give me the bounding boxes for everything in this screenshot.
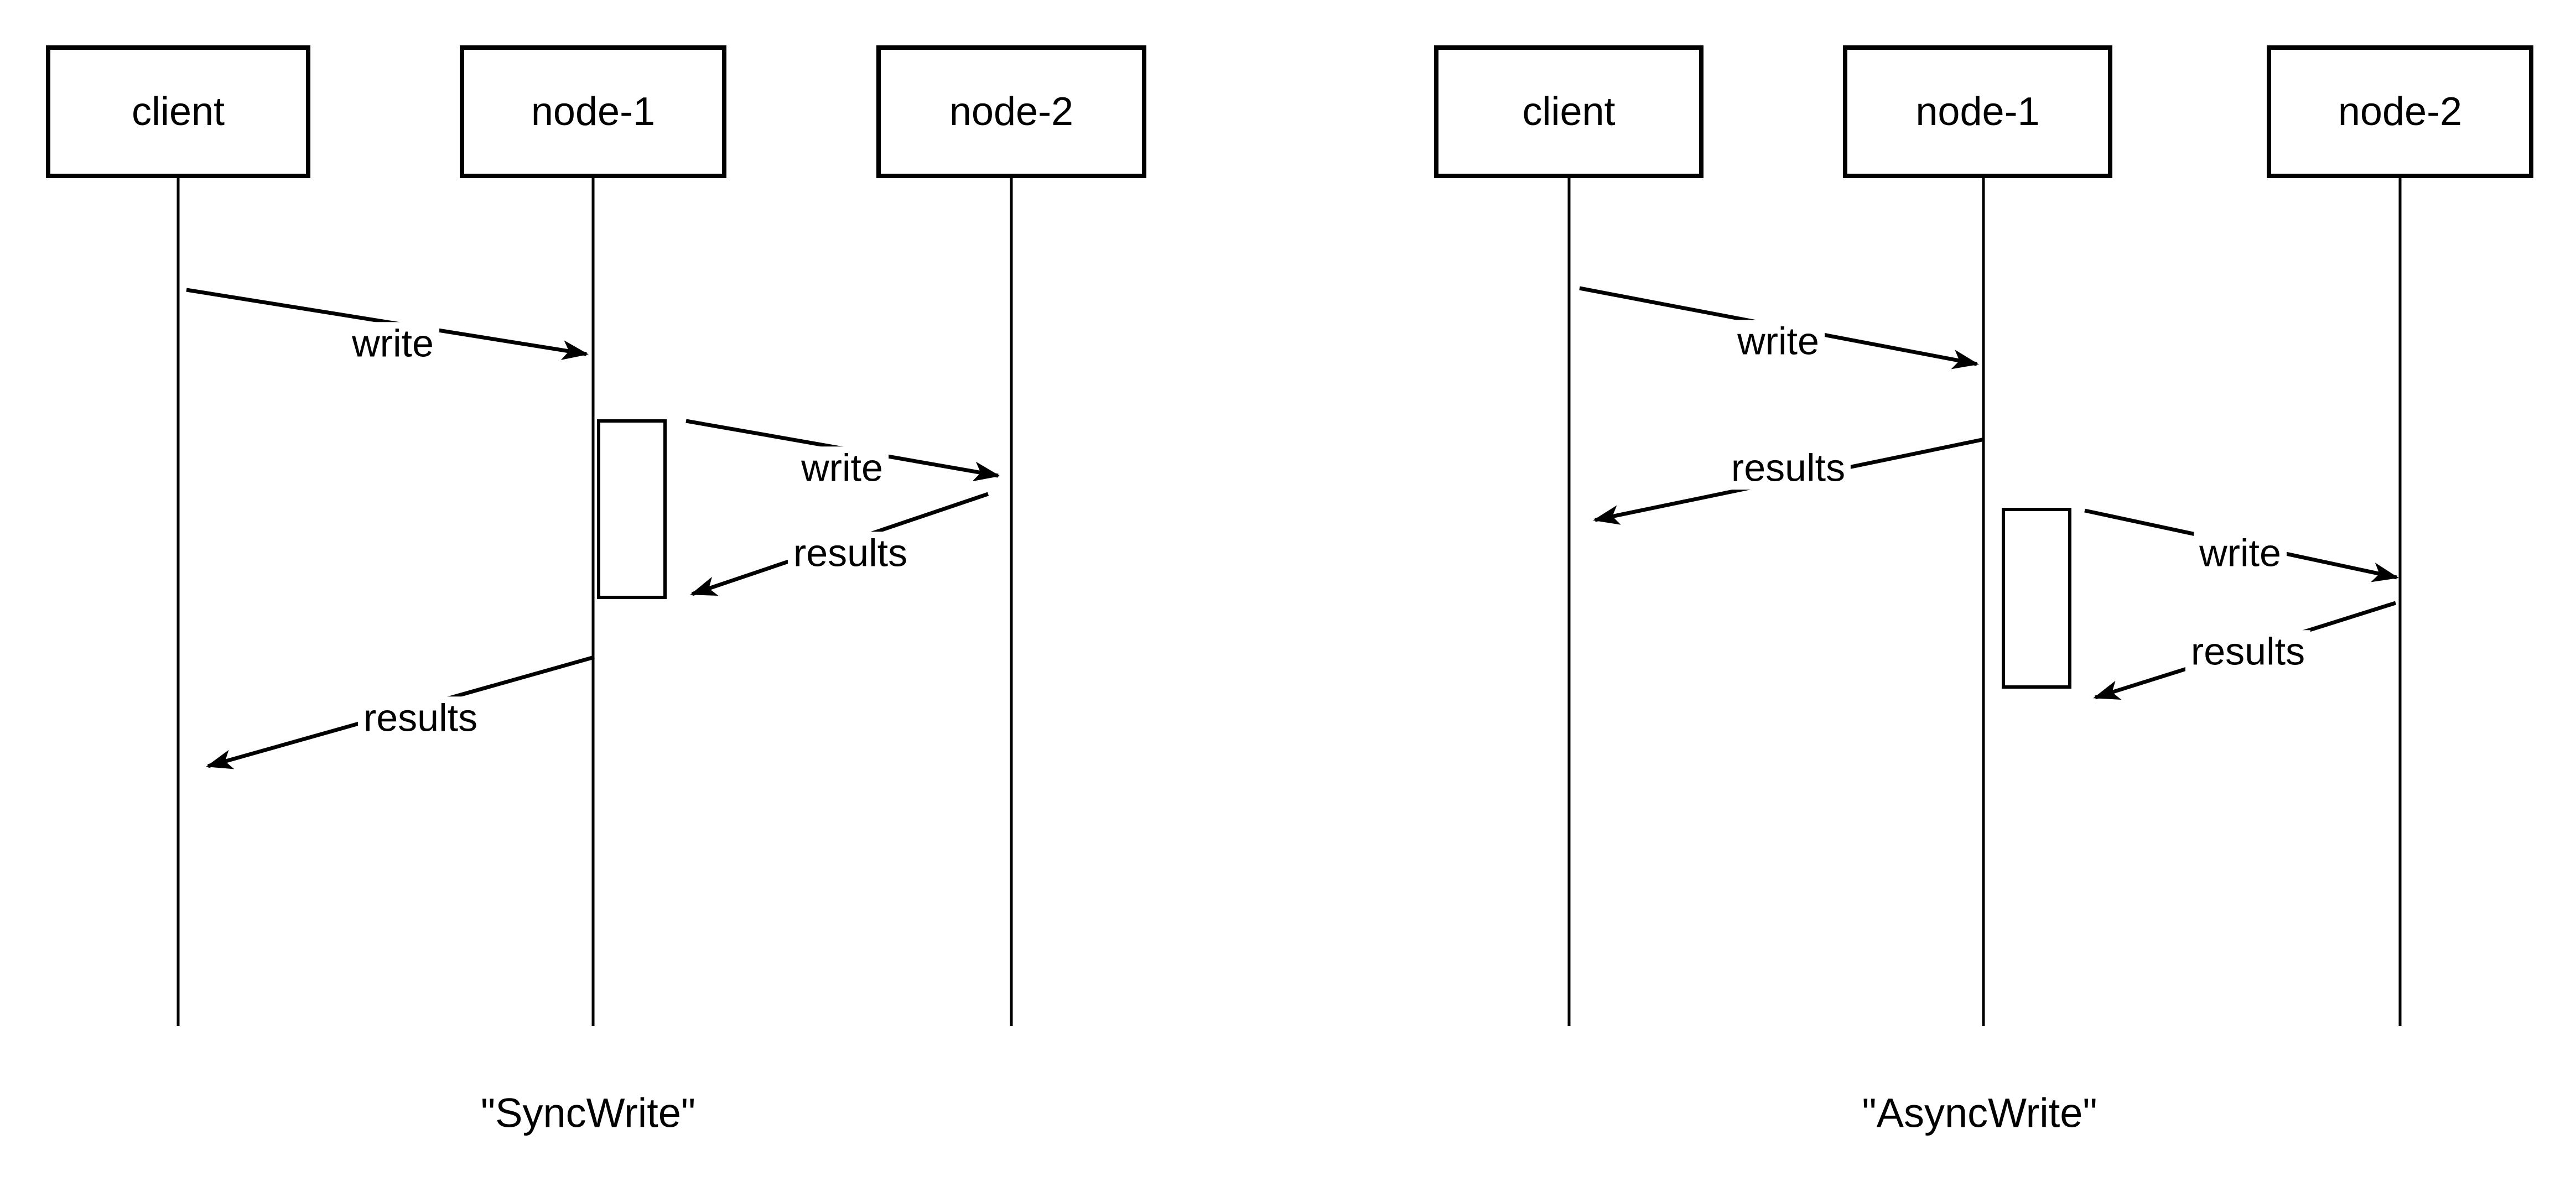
message-label-write-1-async: write <box>1732 320 1825 363</box>
arrow-write-client-node1-sync <box>186 288 589 360</box>
actor-label-client-sync: client <box>131 90 225 134</box>
message-label-write-2-async: write <box>2194 532 2287 575</box>
actor-box-node2-sync: node-2 <box>876 45 1146 178</box>
diagram-caption-asyncwrite: "AsyncWrite" <box>1862 1090 2097 1136</box>
message-label-results-1-async: results <box>1725 446 1851 490</box>
activation-bar-node1-async <box>2002 508 2071 689</box>
diagram-caption-syncwrite: "SyncWrite" <box>480 1090 696 1136</box>
message-label-results-2-sync: results <box>357 696 484 740</box>
actor-label-node2-async: node-2 <box>2338 90 2463 134</box>
actor-label-node1-async: node-1 <box>1915 90 2040 134</box>
message-label-write-2-sync: write <box>796 446 889 490</box>
actor-box-client-async: client <box>1434 45 1704 178</box>
actor-label-node2-sync: node-2 <box>949 90 1074 134</box>
message-label-results-2-async: results <box>2185 630 2311 673</box>
message-label-write-1-sync: write <box>346 322 439 365</box>
activation-bar-node1-sync <box>597 419 667 599</box>
actor-box-node1-sync: node-1 <box>460 45 726 178</box>
actor-label-client-async: client <box>1522 90 1616 134</box>
actor-label-node1-sync: node-1 <box>531 90 656 134</box>
actor-box-client-sync: client <box>46 45 310 178</box>
actor-box-node1-async: node-1 <box>1843 45 2112 178</box>
message-label-results-1-sync: results <box>787 532 913 575</box>
actor-box-node2-async: node-2 <box>2267 45 2533 178</box>
